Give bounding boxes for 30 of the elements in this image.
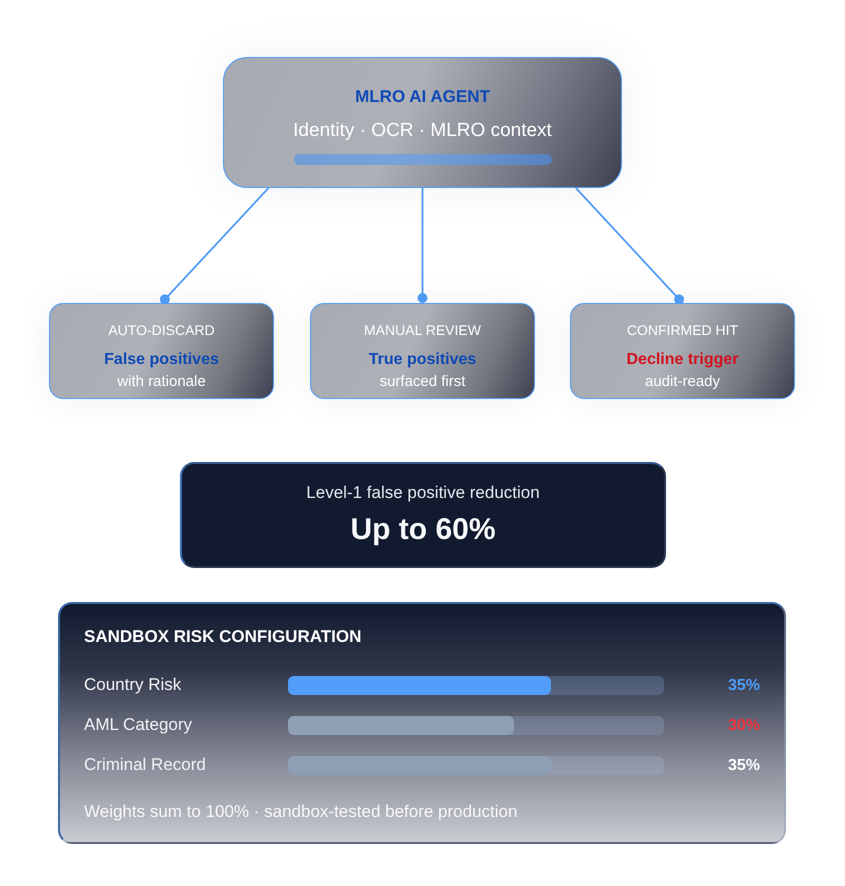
- category-card: [310, 303, 535, 399]
- panel-note: Weights sum to 100% · sandbox-tested before production: [84, 802, 518, 822]
- connector-line: [575, 187, 684, 304]
- metric-value: Up to 60%: [350, 512, 496, 548]
- category-note: with rationale: [117, 373, 206, 391]
- card-subtitle: Identity · OCR · MLRO context: [293, 120, 552, 142]
- config-panel: [58, 602, 786, 844]
- category-card: [49, 303, 274, 399]
- card-title: MLRO AI AGENT: [355, 87, 490, 108]
- panel-heading: SANDBOX RISK CONFIGURATION: [84, 626, 362, 647]
- connector-line: [160, 187, 270, 304]
- category-label: Criminal Record: [84, 755, 206, 776]
- connector-line: [418, 188, 428, 303]
- metric-caption: Level-1 false positive reduction: [306, 483, 540, 504]
- category-note: audit-ready: [644, 373, 720, 391]
- category-highlight: Decline trigger: [626, 350, 739, 369]
- agent-card: [223, 57, 622, 188]
- category-label: Country Risk: [84, 675, 182, 696]
- category-heading: CONFIRMED HIT: [626, 322, 738, 338]
- category-heading: AUTO-DISCARD: [108, 322, 215, 338]
- category-note: surfaced first: [380, 373, 466, 391]
- value-label: 35%: [728, 676, 760, 695]
- value-label: 35%: [728, 756, 760, 775]
- value-label: 30%: [728, 716, 760, 735]
- metric-card: [180, 462, 666, 568]
- category-heading: MANUAL REVIEW: [364, 322, 481, 338]
- category-highlight: True positives: [368, 350, 476, 369]
- category-label: AML Category: [84, 715, 192, 736]
- category-card: [570, 303, 795, 399]
- category-highlight: False positives: [104, 350, 219, 369]
